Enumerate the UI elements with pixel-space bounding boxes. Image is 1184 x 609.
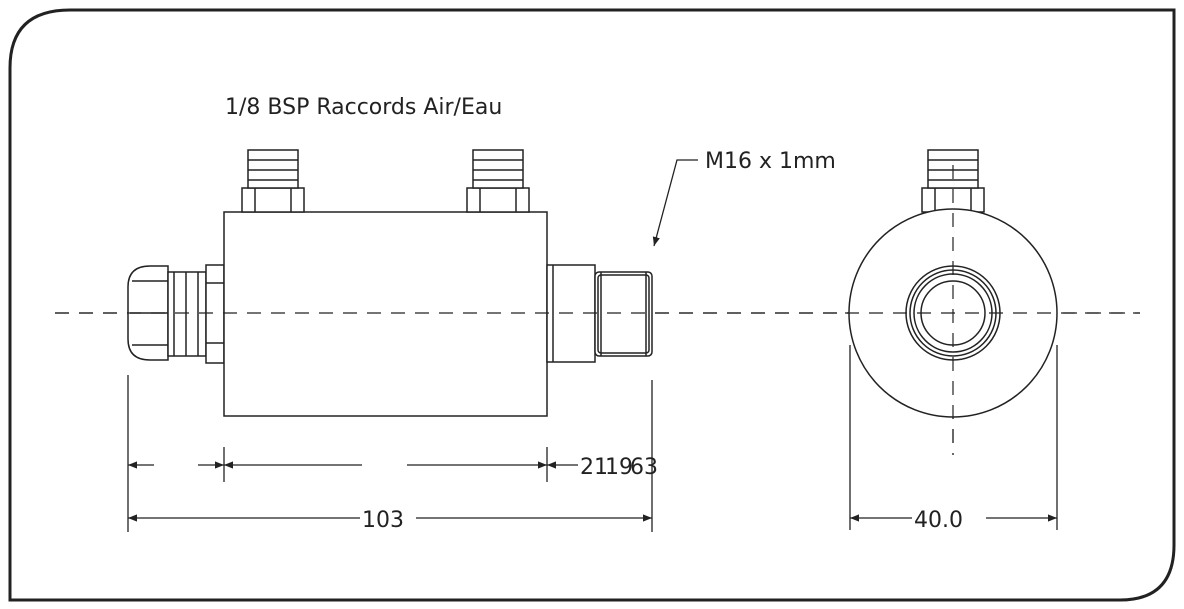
air-water-fitting-right: [466, 149, 530, 213]
dimension-40: 40.0: [914, 508, 963, 533]
dimension-21: 21: [580, 455, 608, 480]
side-view: [127, 149, 653, 417]
thread-label: M16 x 1mm: [705, 149, 836, 174]
cable-gland: [127, 264, 225, 364]
dimension-19: 19: [605, 455, 633, 480]
dimension-103: 103: [362, 508, 404, 533]
threaded-end: [594, 271, 653, 357]
air-water-fitting-left: [241, 149, 305, 213]
dimension-lines: [127, 159, 1058, 532]
fittings-label: 1/8 BSP Raccords Air/Eau: [225, 95, 502, 120]
drawing-frame: [8, 8, 1176, 602]
main-body: [223, 211, 548, 417]
dimension-63: 63: [630, 455, 658, 480]
